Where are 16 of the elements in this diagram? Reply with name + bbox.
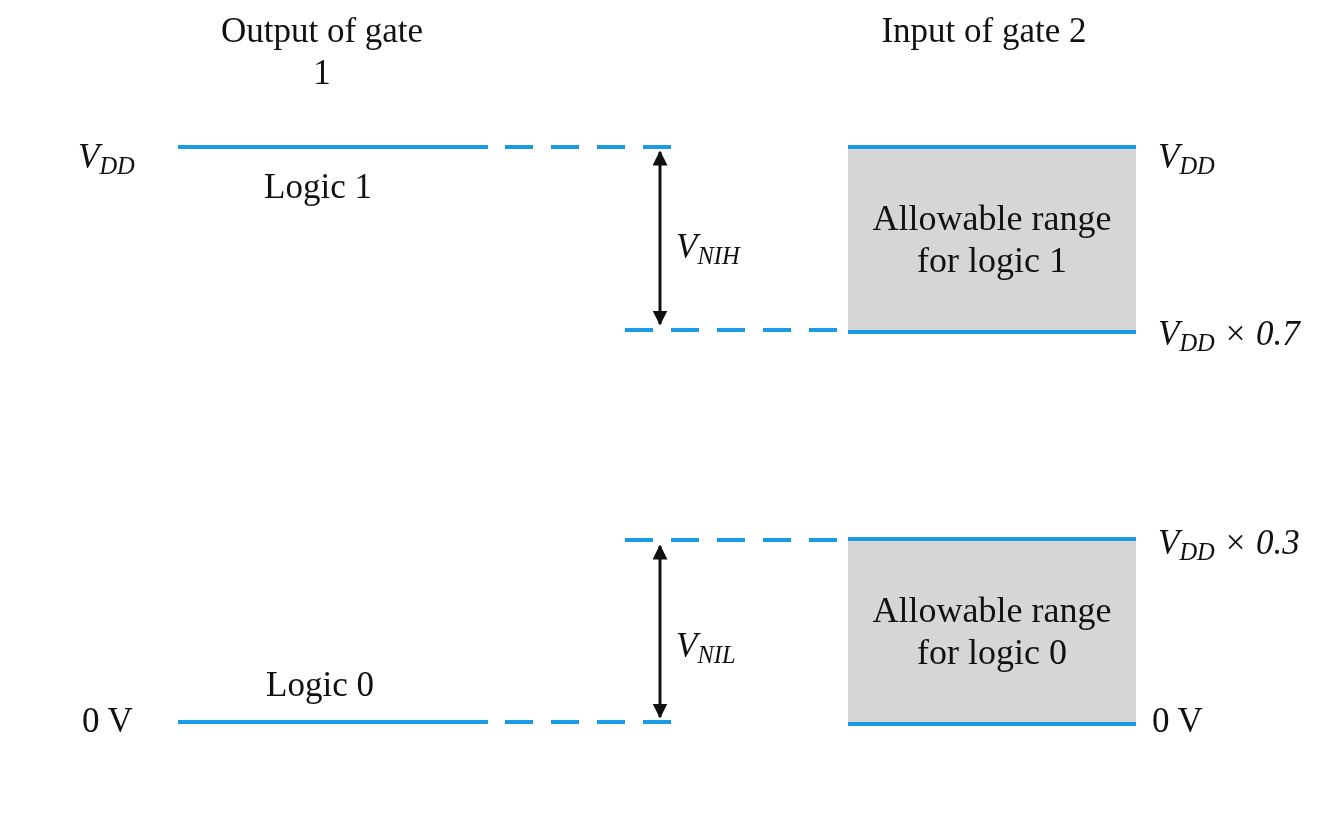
range-box — [848, 537, 1136, 726]
voltage-label: V$_{DD}$ × 0.7 — [1158, 313, 1300, 358]
column-heading: Output of gate 1 — [219, 10, 425, 94]
level-label: Logic 1 — [263, 166, 373, 208]
level-label: Logic 0 — [265, 664, 375, 706]
column-heading: Input of gate 2 — [880, 10, 1088, 52]
voltage-label: V$_{DD}$ — [1158, 136, 1215, 181]
voltage-label: 0 V — [1152, 700, 1203, 742]
voltage-label: 0 V — [82, 700, 133, 742]
voltage-label: V$_{DD}$ — [78, 136, 135, 181]
voltage-label: V$_{DD}$ × 0.3 — [1158, 522, 1300, 567]
range-text: Allowable range for logic 0 — [872, 590, 1112, 673]
noise-margin-label: V$_{NIH}$ — [676, 226, 740, 271]
range-text: Allowable range for logic 1 — [872, 198, 1112, 281]
range-box — [848, 145, 1136, 334]
noise-margin-label: V$_{NIL}$ — [676, 625, 736, 670]
